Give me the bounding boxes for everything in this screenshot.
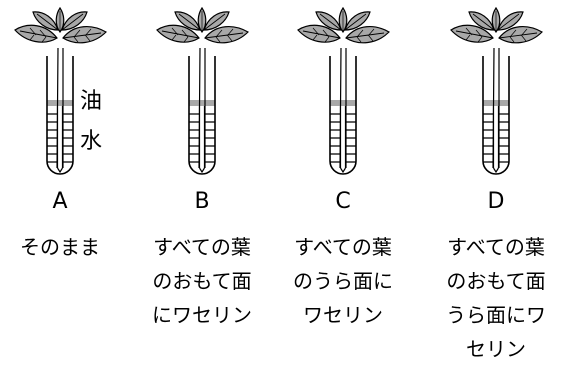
setup-b-apparatus bbox=[156, 7, 249, 175]
setup-d-apparatus bbox=[450, 7, 543, 175]
setup-b-desc-line: にワセリン bbox=[152, 303, 252, 327]
setup-d-desc-line: すべての葉 bbox=[447, 235, 545, 259]
water-label: 水 bbox=[80, 129, 103, 154]
setup-b-desc-line: すべての葉 bbox=[153, 235, 251, 259]
setup-a-letter: A bbox=[52, 189, 68, 214]
setup-c-desc-line: すべての葉 bbox=[294, 235, 392, 259]
setup-b-description: すべての葉 のおもて面 にワセリン bbox=[132, 230, 272, 332]
setup-c-desc-line: のうら面に bbox=[293, 269, 393, 293]
setup-c-description: すべての葉 のうら面に ワセリン bbox=[273, 230, 413, 332]
setup-d-letter: D bbox=[487, 189, 505, 214]
setup-b-desc-line: のおもて面 bbox=[152, 269, 252, 293]
setup-c-letter: C bbox=[335, 189, 351, 214]
setup-b-letter: B bbox=[194, 189, 210, 214]
setup-c-desc-line: ワセリン bbox=[303, 303, 383, 327]
setup-d-desc-line: のおもて面 bbox=[446, 269, 546, 293]
setup-d-desc-line: うら面にワ bbox=[446, 303, 546, 327]
setup-a-desc-line: そのまま bbox=[20, 235, 100, 259]
setup-d-description: すべての葉 のおもて面 うら面にワ セリン bbox=[426, 230, 566, 366]
setup-a-description: そのまま bbox=[0, 230, 130, 264]
oil-label: 油 bbox=[80, 89, 103, 114]
setup-c-apparatus bbox=[297, 7, 390, 175]
setup-d-desc-line: セリン bbox=[466, 337, 526, 361]
